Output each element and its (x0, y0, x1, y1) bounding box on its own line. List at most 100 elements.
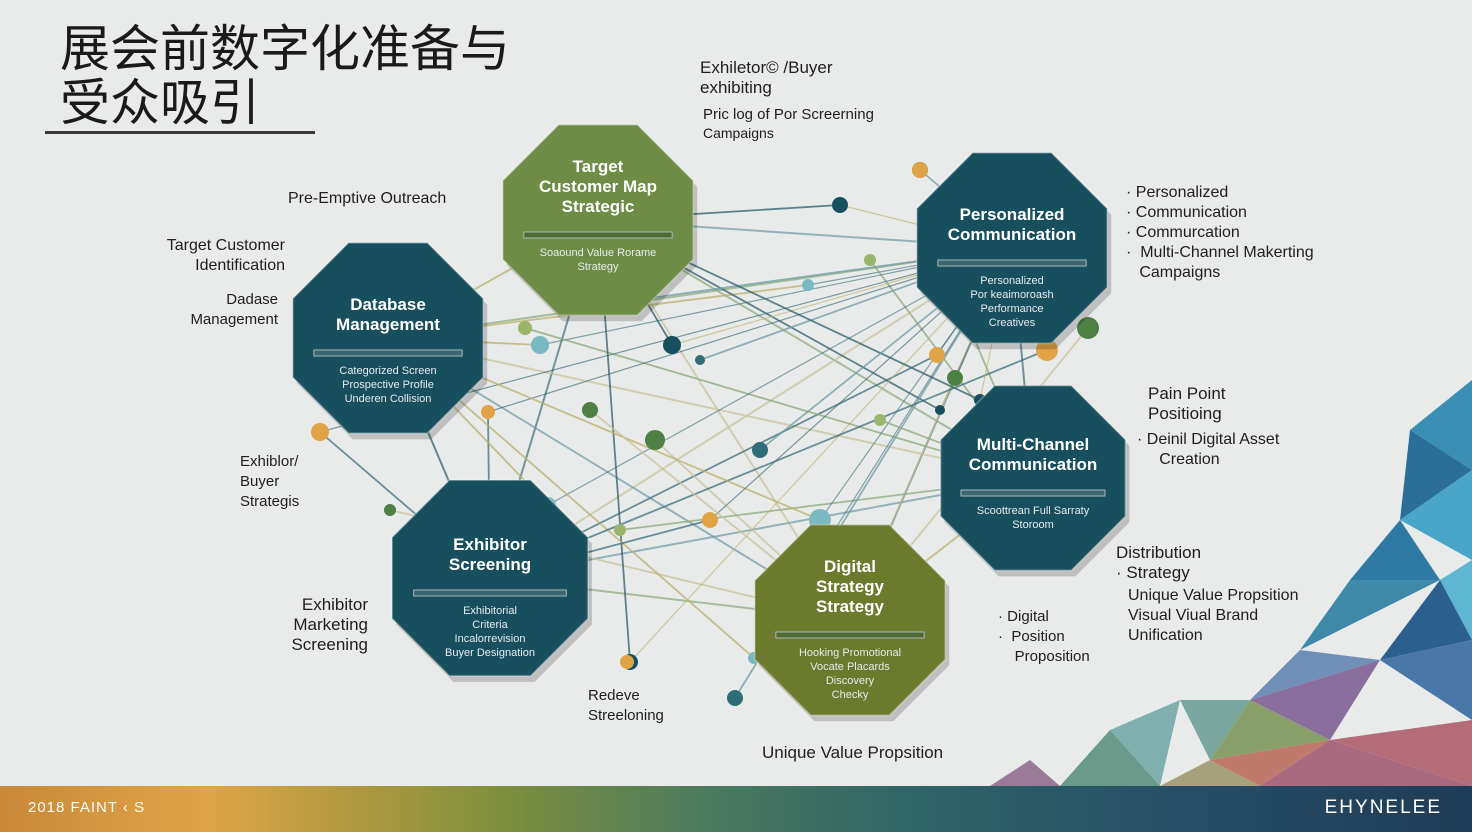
top-note-line-2: exhibiting (700, 78, 772, 97)
node-badge (939, 384, 1127, 572)
node-subtext-line: Vocate Placards (810, 661, 890, 673)
node-subtext-line: Criteria (472, 619, 508, 631)
node-subtext-line: Por keaimoroash (970, 289, 1053, 301)
node-dot (802, 279, 814, 291)
node-title-line: Strategic (562, 197, 635, 216)
node-dot (702, 512, 718, 528)
title-underline (45, 131, 315, 134)
node-subtext-line: Buyer Designation (445, 647, 535, 659)
node-dot (663, 336, 681, 354)
connection-dots (311, 162, 1099, 706)
node-dot (481, 405, 495, 419)
node-subtext-line: Discovery (826, 675, 875, 687)
node-badge (501, 123, 695, 317)
low-poly-decoration (990, 380, 1472, 786)
node-title-line: Management (336, 315, 440, 334)
node-subtext-line: Scoottrean Full Sarraty (977, 505, 1090, 517)
node-dot (912, 162, 928, 178)
label-pre-emptive: Pre-Emptive Outreach (288, 190, 447, 207)
node-divider (313, 349, 463, 357)
label-target-identification: Target Customer Identification (166, 237, 285, 274)
node-title-line: Screening (449, 555, 531, 574)
node-dot (614, 524, 626, 536)
node-title-line: Database (350, 295, 426, 314)
page-title: 展会前数字化准备与 受众吸引 (60, 22, 510, 130)
node-subtext-line: Personalized (980, 275, 1044, 287)
node-dot (384, 504, 396, 516)
node-divider (413, 589, 567, 597)
title-line-2: 受众吸引 (60, 74, 260, 132)
label-digital-list: · Digital · Position Proposition (998, 608, 1090, 665)
node-subtext-line: Creatives (989, 317, 1036, 329)
node-title-line: Digital (824, 557, 876, 576)
node-badge (915, 151, 1109, 345)
node-dot (582, 402, 598, 418)
top-note-line-1: Exhiletor© /Buyer (700, 58, 833, 77)
node-subtext-line: Incalorrevision (455, 633, 526, 645)
node-dot (929, 347, 945, 363)
top-note-line-3: Pric log of Por Screerning (703, 106, 874, 123)
node-subtext-line: Hooking Promotional (799, 647, 901, 659)
node-subtext-line: Performance (981, 303, 1044, 315)
label-database-management: Dadase Management (190, 291, 278, 328)
node-divider (775, 631, 925, 639)
node-divider (523, 231, 673, 239)
top-note-line-4: Campaigns (703, 125, 774, 141)
label-exhibitor-buyer: Exhiblor/ Buyer Strategis (240, 453, 300, 510)
node-dot (832, 197, 848, 213)
footer-left-text: 2018 FAINT ‹ S (28, 799, 146, 816)
node-divider (937, 259, 1087, 267)
node-dot (531, 336, 549, 354)
node-subtext-line: Storoom (1012, 519, 1054, 531)
label-unique-value: Unique Value Propsition (762, 743, 944, 762)
label-exhibitor-marketing: Exhibitor Marketing Screening (291, 595, 368, 654)
node-title-line: Strategy (816, 597, 885, 616)
node-title-line: Multi-Channel (977, 435, 1089, 454)
node-subtext-line: Underen Collision (345, 393, 432, 405)
node-personalized: PersonalizedCommunicationPersonalizedPor… (915, 151, 1112, 350)
node-badge (291, 241, 485, 435)
node-dot (874, 414, 886, 426)
label-redeve: Redeve Streeloning (588, 687, 664, 724)
node-badge (391, 479, 589, 677)
node-dot (752, 442, 768, 458)
connection-line (489, 247, 1013, 579)
node-dot (864, 254, 876, 266)
node-dot (935, 405, 945, 415)
node-badge (753, 523, 947, 717)
node-dot (620, 655, 634, 669)
title-line-1: 展会前数字化准备与 (60, 20, 510, 78)
footer-brand: EHYNELEE (1324, 797, 1442, 818)
node-title-line: Communication (969, 455, 1097, 474)
node-title-line: Personalized (960, 205, 1065, 224)
label-distribution: Distribution · Strategy (1116, 543, 1202, 582)
node-dot (645, 430, 665, 450)
node-subtext-line: Strategy (578, 261, 619, 273)
node-dot (1036, 339, 1058, 361)
node-dot (727, 690, 743, 706)
node-title-line: Communication (948, 225, 1076, 244)
node-subtext-line: Prospective Profile (342, 379, 434, 391)
node-title-line: Customer Map (539, 177, 657, 196)
node-title-line: Exhibitor (453, 535, 527, 554)
node-title-line: Target (573, 157, 624, 176)
label-pain-point: Pain Point Positioing (1148, 384, 1226, 423)
node-dot (947, 370, 963, 386)
label-digital-asset: · Deinil Digital Asset Creation (1137, 431, 1280, 468)
connection-line (387, 337, 1034, 479)
node-dot (518, 321, 532, 335)
node-dot (695, 355, 705, 365)
node-divider (960, 489, 1106, 497)
node-dot (1077, 317, 1099, 339)
node-subtext-line: Checky (832, 689, 869, 701)
label-value-list: Unique Value Propsition Visual Viual Bra… (1128, 587, 1299, 644)
label-personalized-list: · Personalized · Communication · Commurc… (1126, 184, 1314, 281)
node-dot (311, 423, 329, 441)
node-subtext-line: Exhibitorial (463, 605, 517, 617)
